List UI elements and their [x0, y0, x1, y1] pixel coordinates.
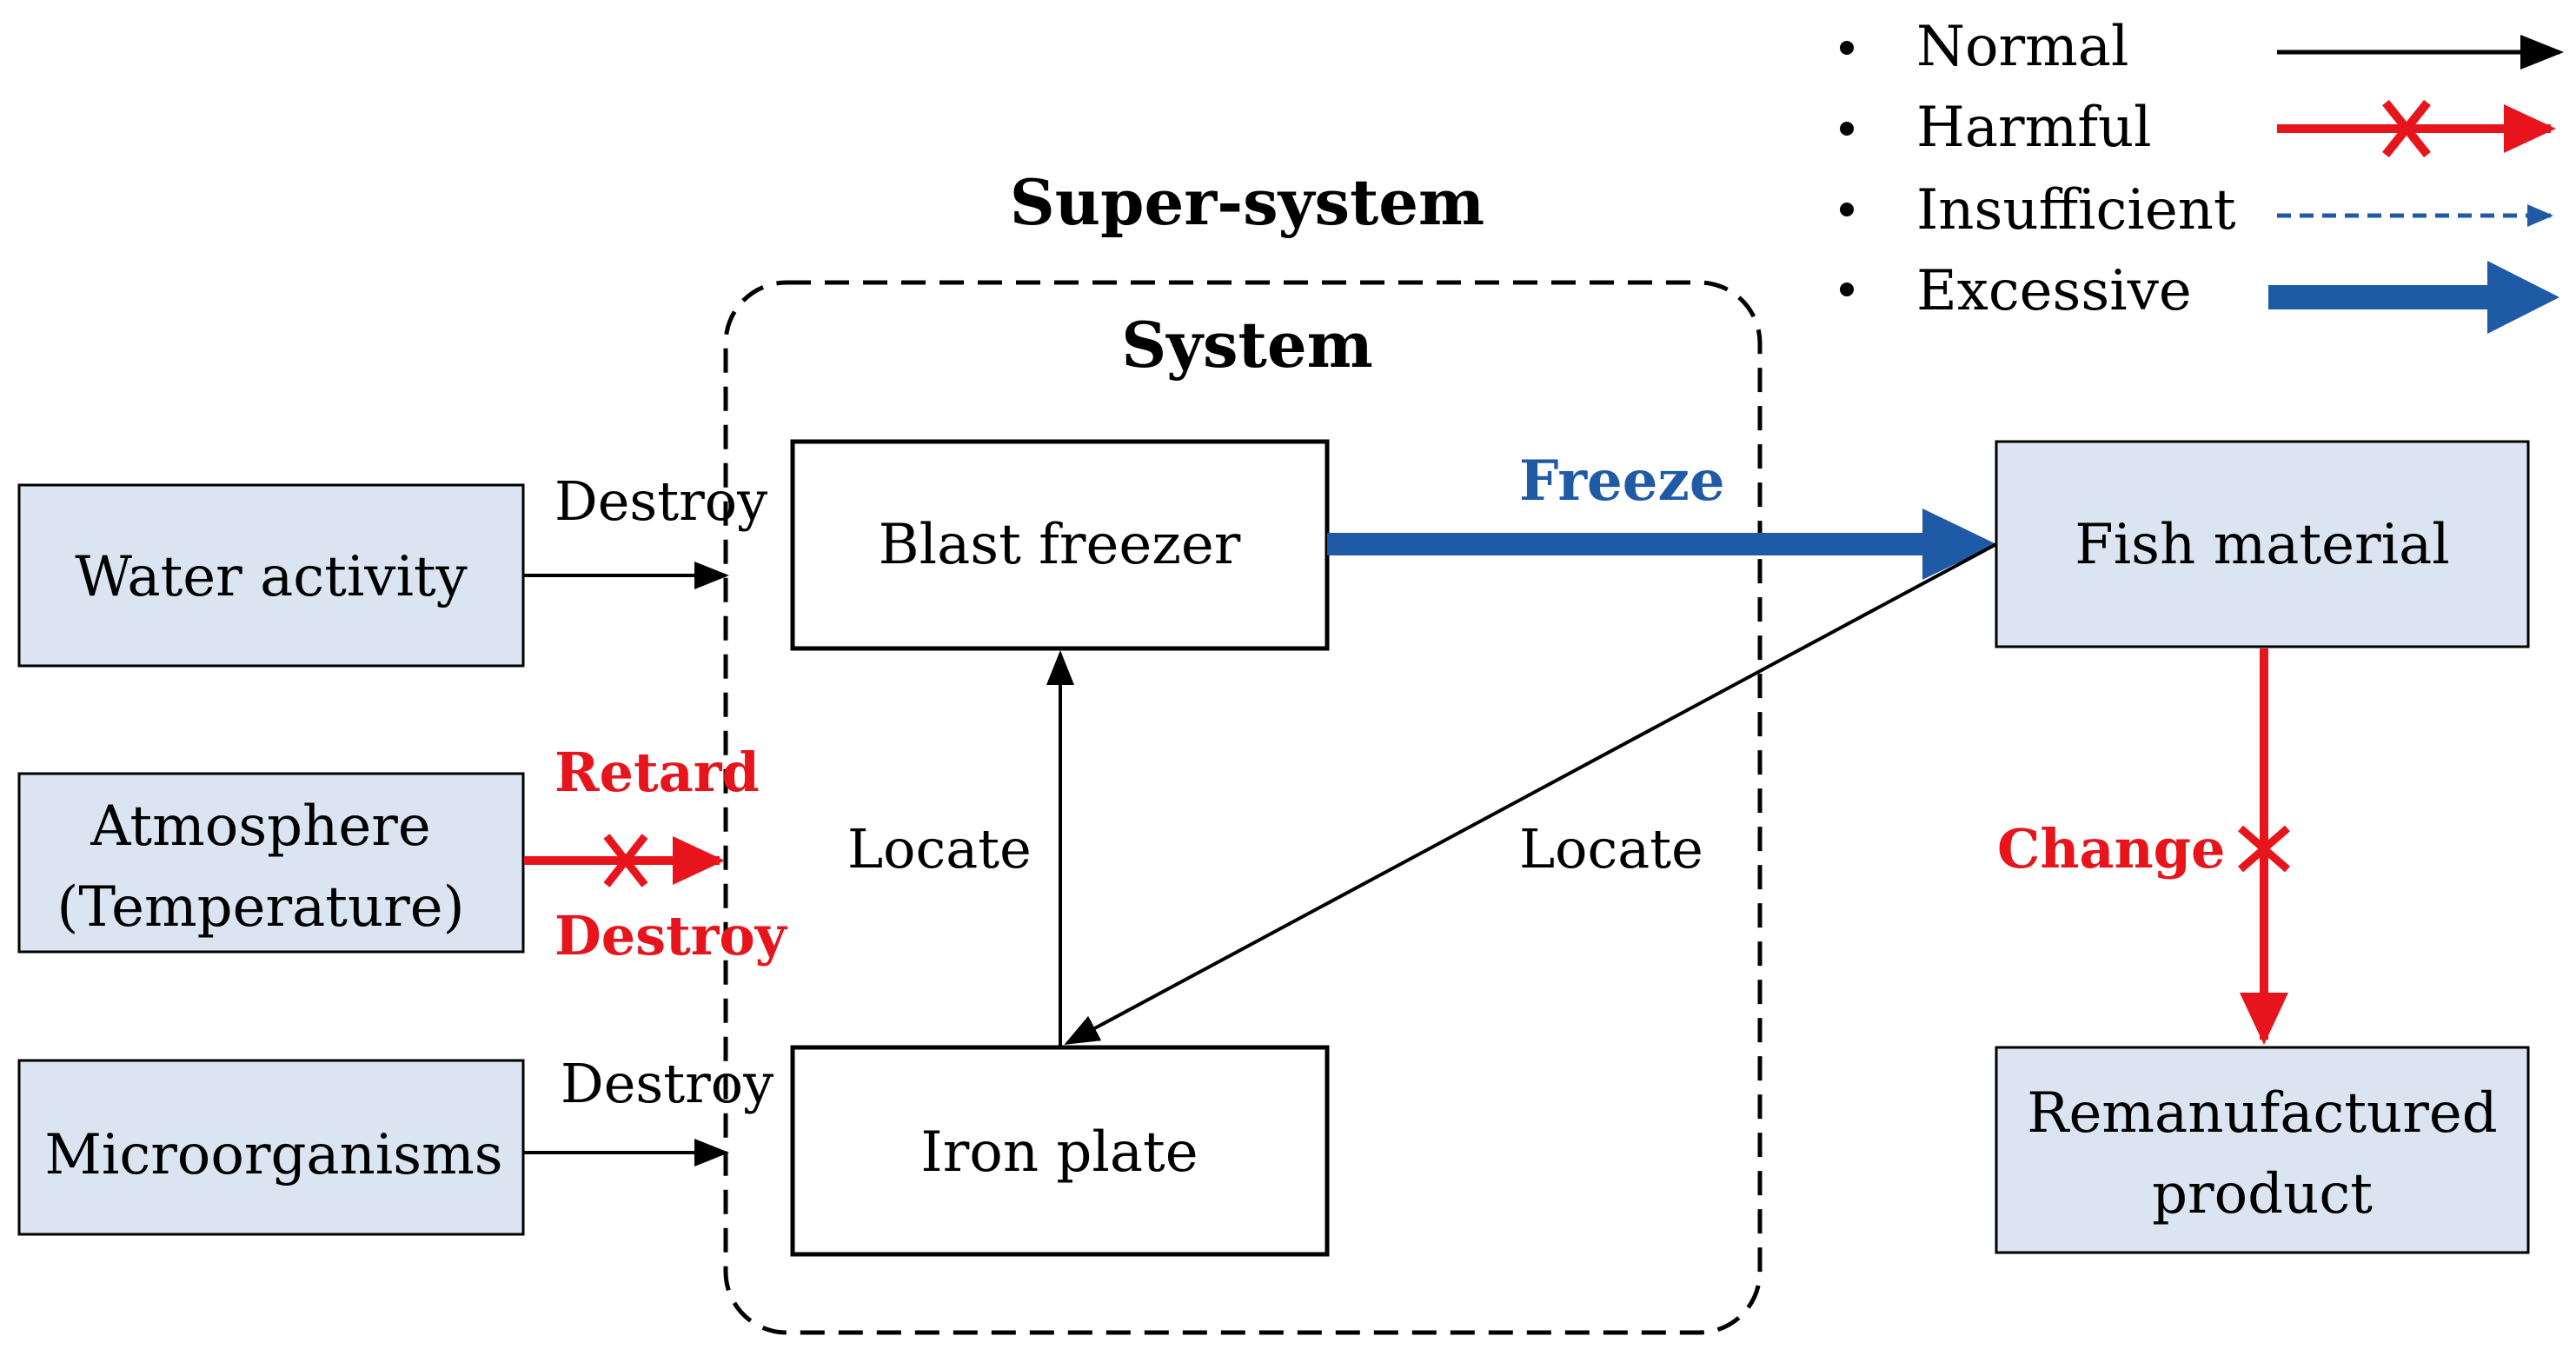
cross-icon: [2238, 825, 2290, 873]
water-activity-label: Water activity: [75, 545, 468, 609]
atmosphere-label: Atmosphere: [90, 794, 430, 859]
legend-excessive-arrowhead: [2487, 261, 2559, 334]
retard-label: Retard: [554, 741, 760, 804]
legend-insufficient-label: Insufficient: [1916, 178, 2236, 243]
product-label: product: [2152, 1162, 2373, 1226]
super-system-title: Super-system: [1010, 165, 1484, 239]
water-activity-box: [17, 483, 525, 668]
system-title: System: [1121, 308, 1373, 382]
legend-harmful-label: Harmful: [1916, 96, 2152, 160]
bullet-icon: [1840, 41, 1854, 55]
cross-icon: [2382, 99, 2431, 158]
bullet-icon: [1840, 282, 1854, 296]
change-label: Change: [1997, 817, 2225, 881]
remanufactured-product-box: [1995, 1046, 2530, 1254]
microorganisms-box: [17, 1059, 525, 1236]
locate-label-vertical: Locate: [847, 817, 1032, 881]
locate-label-diagonal: Locate: [1519, 817, 1703, 881]
legend-excessive-label: Excessive: [1916, 259, 2192, 323]
bullet-icon: [1840, 122, 1854, 136]
freeze-arrowhead: [1922, 508, 1996, 580]
microorganisms-label: Microorganisms: [44, 1123, 502, 1187]
atmosphere-box: [17, 772, 525, 954]
temperature-label: (Temperature): [56, 875, 464, 940]
iron-plate-box: [790, 1045, 1330, 1257]
destroy-label-harmful: Destroy: [554, 904, 788, 967]
freeze-label: Freeze: [1519, 449, 1725, 514]
blast-freezer-label: Blast freezer: [879, 513, 1241, 577]
blast-freezer-box: [790, 439, 1330, 651]
bullet-icon: [1840, 203, 1854, 216]
legend: Normal Harmful Insufficient Excessive: [1840, 15, 2564, 334]
system-boundary: [723, 280, 1763, 1335]
legend-normal-label: Normal: [1916, 15, 2128, 79]
destroy-label-top: Destroy: [554, 469, 767, 533]
remanufactured-label: Remanufactured: [2027, 1081, 2497, 1146]
cross-icon: [603, 834, 648, 887]
iron-plate-label: Iron plate: [920, 1120, 1198, 1185]
fish-material-label: Fish material: [2075, 513, 2449, 577]
destroy-label-bottom: Destroy: [561, 1052, 773, 1115]
locate-arrow-diagonal: [1064, 542, 1997, 1045]
